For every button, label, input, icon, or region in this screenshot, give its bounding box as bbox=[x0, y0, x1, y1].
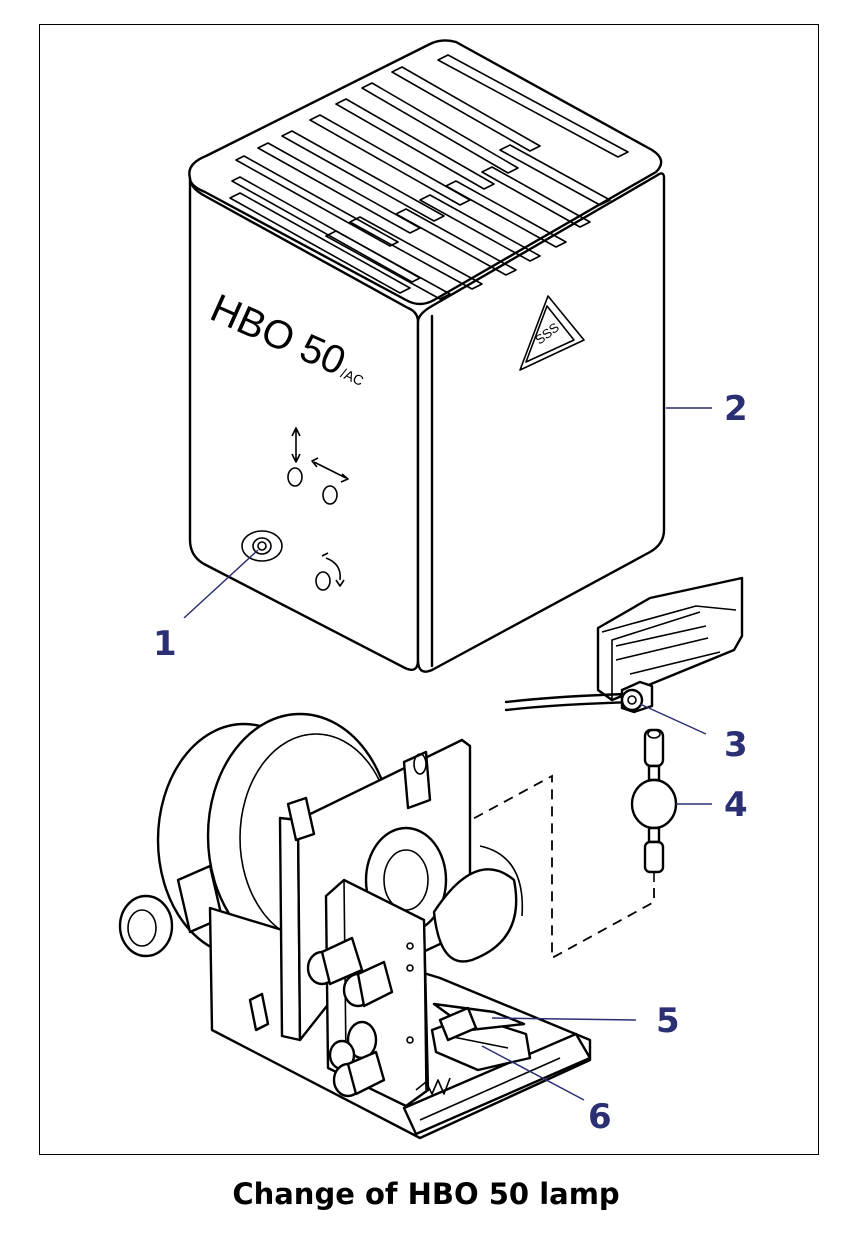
leader-5 bbox=[491, 1017, 637, 1021]
callout-1: 1 bbox=[153, 624, 177, 664]
callout-5: 5 bbox=[656, 1001, 680, 1041]
lamp-mount-assembly bbox=[118, 712, 592, 1140]
callout-leader-lines bbox=[183, 407, 712, 1101]
callout-4: 4 bbox=[724, 785, 748, 825]
lamp-socket bbox=[504, 576, 744, 714]
leader-6 bbox=[481, 1045, 585, 1101]
sss-warning-badge bbox=[519, 295, 585, 371]
leader-1 bbox=[183, 549, 259, 619]
figure-caption: Change of HBO 50 lamp bbox=[232, 1177, 620, 1211]
hbo-50-bulb bbox=[630, 728, 678, 882]
vent-slots bbox=[229, 54, 629, 300]
lamp-housing bbox=[188, 39, 666, 673]
leader-3 bbox=[639, 703, 707, 735]
callout-6: 6 bbox=[588, 1097, 612, 1137]
adjustment-screws bbox=[241, 427, 349, 591]
callout-3: 3 bbox=[724, 725, 748, 765]
callout-2: 2 bbox=[724, 389, 748, 429]
